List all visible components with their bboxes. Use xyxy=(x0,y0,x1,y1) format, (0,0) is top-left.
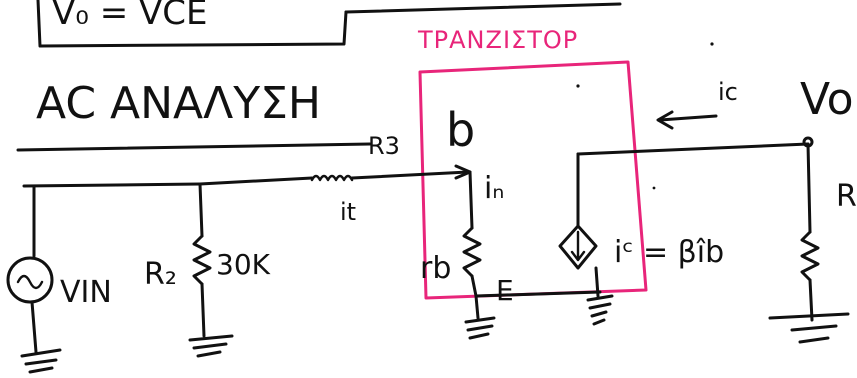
load-resistor: R xyxy=(768,142,857,344)
dependent-source-equation: iᶜ = βîb xyxy=(614,235,724,270)
vo-label: Vo xyxy=(800,74,854,125)
transistor-box xyxy=(418,60,648,300)
r-right-label: R xyxy=(836,179,857,214)
transistor-title: ΤΡΑΝΖΙΣΤΟΡ xyxy=(417,26,578,54)
top-formula-box: V₀ = VCE xyxy=(36,0,622,48)
ic-label: ic xyxy=(718,78,738,106)
ic-arrow xyxy=(658,114,718,122)
rb-resistor xyxy=(462,226,482,278)
section-title-underline xyxy=(16,142,372,152)
r3-label: R3 xyxy=(368,132,400,160)
r2-value: 30K xyxy=(216,248,271,281)
r2-resistor: R₂ 30K xyxy=(144,182,271,358)
ib-label: iₙ xyxy=(484,171,504,206)
emitter-label: E xyxy=(496,274,514,307)
dependent-current-source: iᶜ = βîb xyxy=(558,142,810,326)
ac-source-symbol xyxy=(6,256,54,304)
ground-symbol xyxy=(20,348,62,374)
vin-label: VIN xyxy=(60,275,112,310)
base-wire: R3 it xyxy=(198,132,472,226)
ground-symbol xyxy=(768,312,850,344)
section-title: AC ΑΝΑΛΥΣΗ xyxy=(36,78,321,129)
it-label: it xyxy=(340,198,356,226)
ground-symbol xyxy=(586,294,614,326)
input-source: VIN xyxy=(6,182,202,374)
ground-symbol xyxy=(188,334,234,358)
r2-label: R₂ xyxy=(144,257,177,292)
base-label: b xyxy=(446,103,475,157)
top-formula-text: V₀ = VCE xyxy=(52,0,207,33)
rb-label: rb xyxy=(420,251,451,286)
ground-symbol xyxy=(464,316,496,340)
